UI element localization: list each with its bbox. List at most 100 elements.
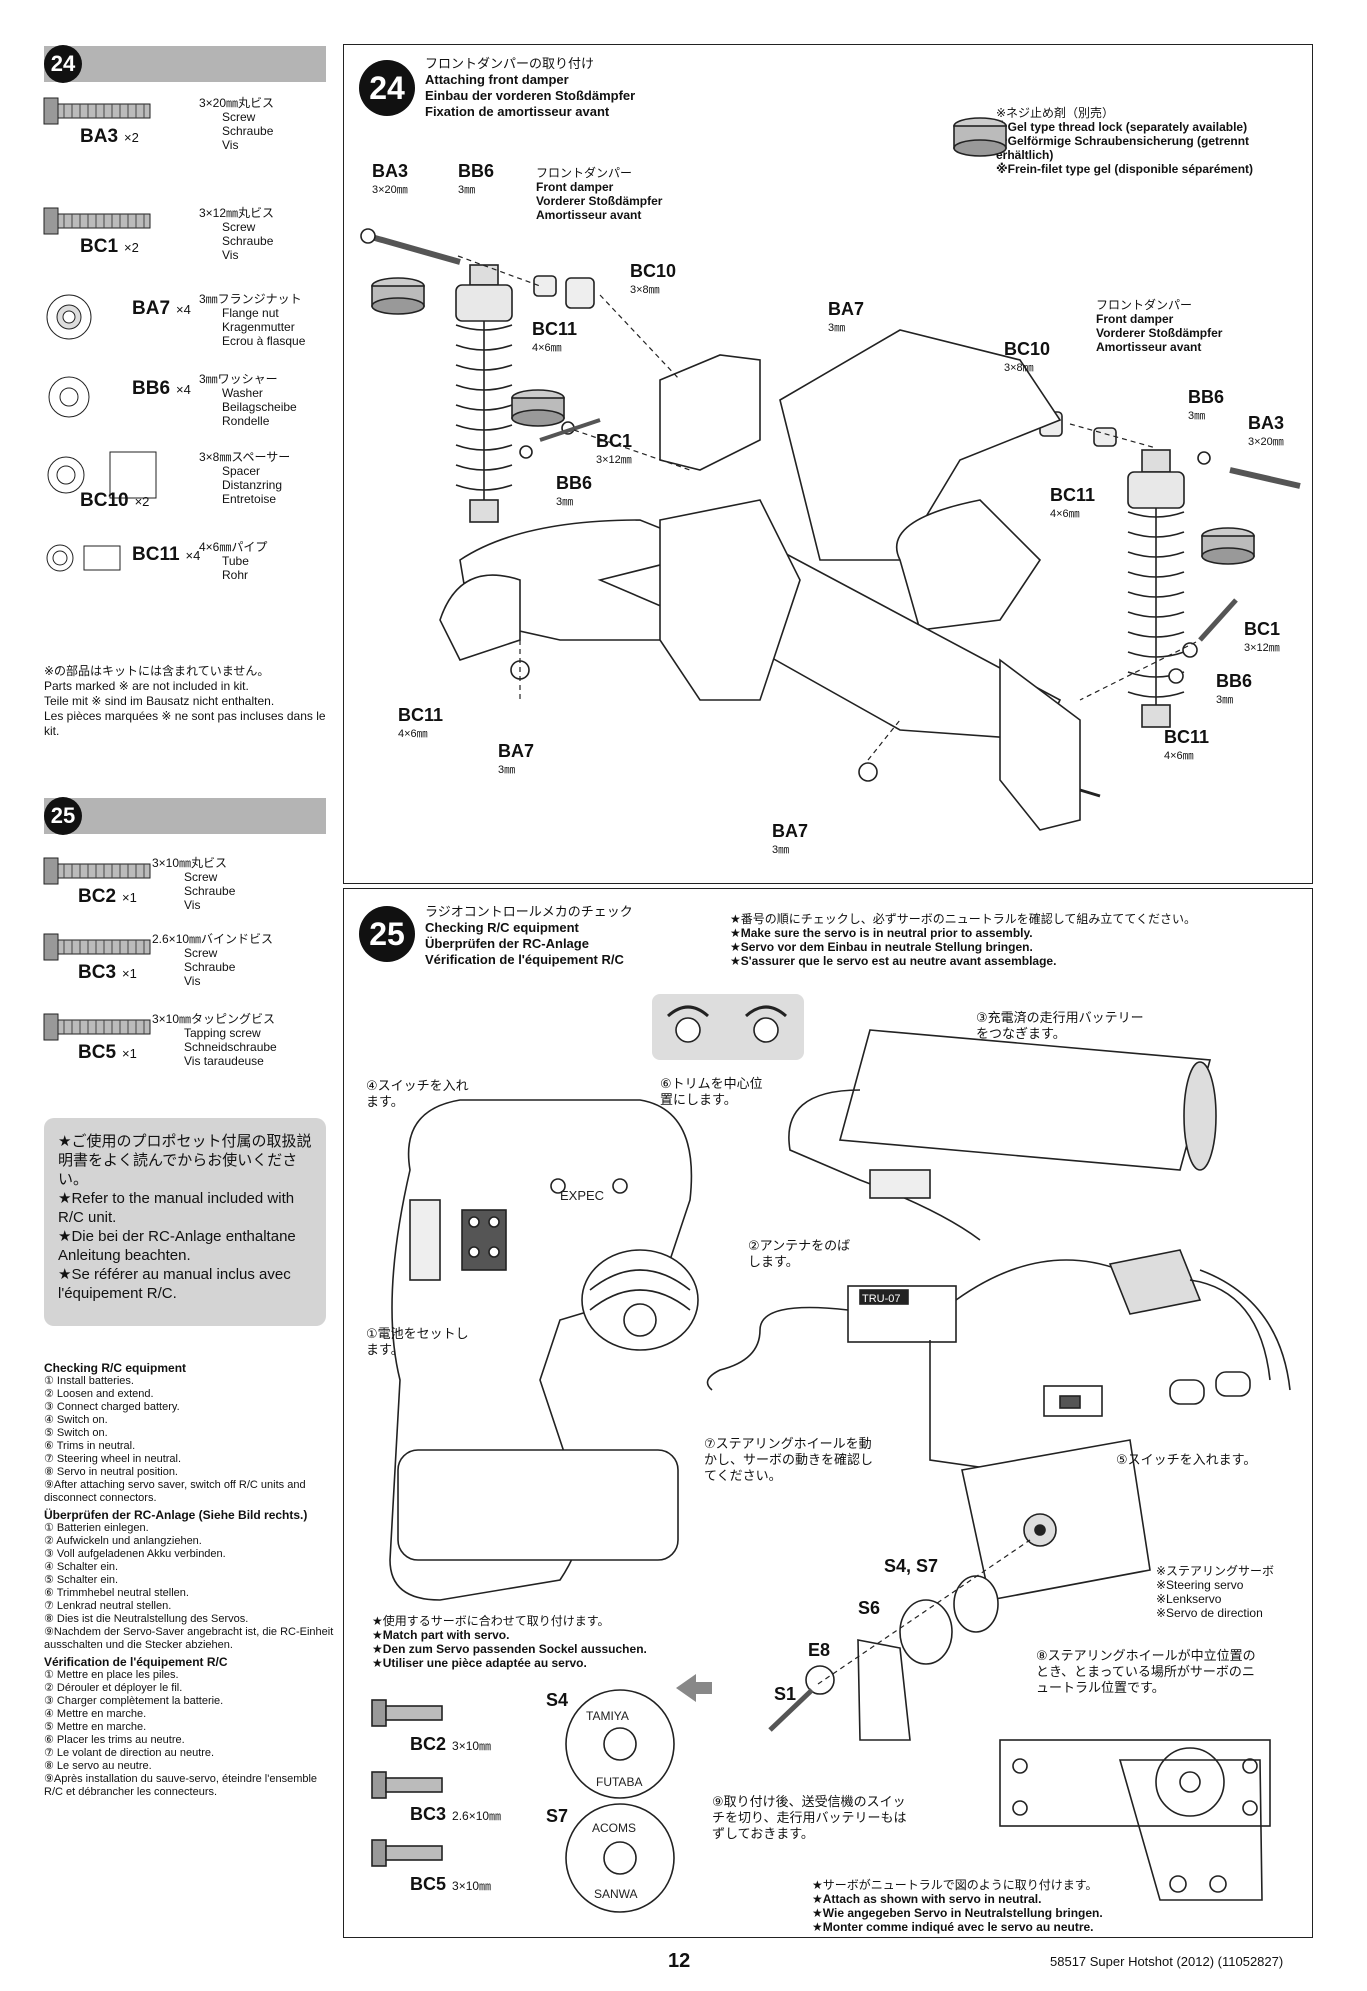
part-code-text: BC2 [78, 886, 117, 907]
callout-code: BC1 [596, 431, 633, 451]
step25-panel [343, 888, 1313, 1938]
step24-title-jp: フロントダンパーの取り付け [425, 56, 595, 71]
part-spec: 3×20㎜丸ビス [199, 96, 275, 110]
gel-note-en: ※Gel type thread lock (separately availa… [996, 120, 1248, 134]
servo-part-code: E8 [808, 1640, 831, 1660]
part-code-text: BA3 [80, 126, 119, 147]
step24-title-en: Attaching front damper [425, 72, 569, 87]
servo-part-size: 3×10㎜ [452, 1739, 492, 1753]
part-name: Schraube [184, 884, 236, 898]
callout-code: BA7 [498, 741, 535, 761]
part-spec: 3×8㎜スペーサー [199, 450, 291, 464]
servo-part-size: 3×10㎜ [452, 1879, 492, 1893]
part-name: Vis [222, 138, 239, 152]
damper-label-right-fr: Amortisseur avant [1096, 340, 1202, 354]
part-code-text: BA7 [132, 298, 171, 319]
spacer-icon [44, 450, 164, 505]
callout-code: BA3 [372, 161, 409, 181]
part-name: Schraube [222, 234, 274, 248]
match-note-en: ★Match part with servo. [372, 1628, 510, 1642]
callout-size: 3×12㎜ [1244, 642, 1280, 654]
checklist-item: ④ Mettre en marche. [44, 1708, 147, 1720]
part-name: Ecrou à flasque [222, 334, 306, 348]
servo-part-s4s7: S4, S7 [884, 1556, 938, 1577]
attach-note-en: ★Attach as shown with servo in neutral. [812, 1892, 1042, 1906]
match-note-jp: ★使用するサーボに合わせて取り付けます。 [372, 1614, 610, 1628]
step24-title-fr: Fixation de amortisseur avant [425, 104, 610, 119]
part-name: Vis taraudeuse [184, 1054, 264, 1068]
part-name: Schraube [184, 960, 236, 974]
part-name: Rondelle [222, 414, 270, 428]
part-qty: ×4 [176, 382, 191, 397]
servo-label-jp: ※ステアリングサーボ [1156, 1564, 1275, 1578]
servo-part-code: S4, S7 [884, 1556, 939, 1576]
part-qty: ×4 [176, 302, 191, 317]
servo-neutral-instructions: ★番号の順にチェックし、必ずサーボのニュートラルを確認して組み立ててください。 … [730, 912, 1310, 968]
part-name: Beilagscheibe [222, 400, 297, 414]
part-name: Tapping screw [184, 1026, 261, 1040]
front-damper-label-left: フロントダンパー Front damper Vorderer Stoßdämpf… [536, 166, 662, 222]
not-included-note: ※の部品はキットには含まれていません。 Parts marked ※ are n… [44, 664, 334, 739]
checklist-item: ① Mettre en place les piles. [44, 1669, 179, 1681]
checklist-item: ⑦ Steering wheel in neutral. [44, 1453, 182, 1465]
servo-part-s1: S1 [774, 1684, 796, 1705]
callout-code: BC11 [398, 705, 444, 725]
callout-size: 3㎜ [458, 184, 476, 196]
part-name: Screw [184, 870, 218, 884]
callout-code: BC1 [1244, 619, 1281, 639]
match-note-fr: ★Utiliser une pièce adaptée au servo. [372, 1656, 587, 1670]
callout-size: 3㎜ [498, 764, 516, 776]
part-code-text: BC3 [78, 962, 117, 983]
instr-fr: ★S'assurer que le servo est au neutre av… [730, 954, 1057, 968]
instr-en: ★Make sure the servo is in neutral prior… [730, 926, 1033, 940]
part-code-text: BC10 [80, 490, 129, 511]
callout-code: BC11 [1050, 485, 1096, 505]
part-qty: ×1 [122, 1046, 137, 1061]
checklist-item: ⑤ Schalter ein. [44, 1574, 119, 1586]
checklist-item: ③ Connect charged battery. [44, 1401, 180, 1413]
damper-label-de: Vorderer Stoßdämpfer [536, 194, 663, 208]
callout-code: BC11 [1164, 727, 1210, 747]
servo-part-code: BC3 [410, 1804, 447, 1824]
match-note-de: ★Den zum Servo passenden Sockel aussuche… [372, 1642, 647, 1656]
part-qty: ×4 [185, 548, 201, 563]
damper-label-right-jp: フロントダンパー [1096, 298, 1193, 312]
part-code: BA3×2 [80, 126, 139, 148]
rc-step-s3: ③充電済の走行用バッテリーをつなぎます。 [976, 1010, 1144, 1041]
part-code: BC5×1 [78, 1042, 137, 1064]
step24-parts-number: 24 [44, 45, 82, 83]
screw-icon [43, 856, 154, 891]
checklist-item: ⑨Nachdem der Servo-Saver angebracht ist,… [44, 1626, 334, 1651]
damper-label-right-de: Vorderer Stoßdämpfer [1096, 326, 1223, 340]
callout-size: 4×6㎜ [398, 728, 428, 740]
callout-size: 3×8㎜ [1004, 362, 1034, 374]
part-name: Screw [184, 946, 218, 960]
checklist-item: ⑤ Mettre en marche. [44, 1721, 147, 1733]
damper-label-jp: フロントダンパー [536, 166, 633, 180]
part-spec: 4×6㎜パイプ [199, 540, 268, 554]
checklist-item: ④ Schalter ein. [44, 1561, 119, 1573]
damper-label-en: Front damper [536, 180, 614, 194]
callout-bc11-bottom: BC11 4×6㎜ [398, 706, 443, 741]
callout-code: BB6 [458, 161, 495, 181]
part-code: BC2×1 [78, 886, 137, 908]
checklist-item: ② Dérouler et déployer le fil. [44, 1682, 183, 1694]
step24-panel [343, 44, 1313, 884]
checklist-item: ⑧ Dies ist die Neutralstellung des Servo… [44, 1613, 249, 1625]
callout-code: BC10 [630, 261, 677, 281]
part-qty: ×1 [122, 966, 137, 981]
